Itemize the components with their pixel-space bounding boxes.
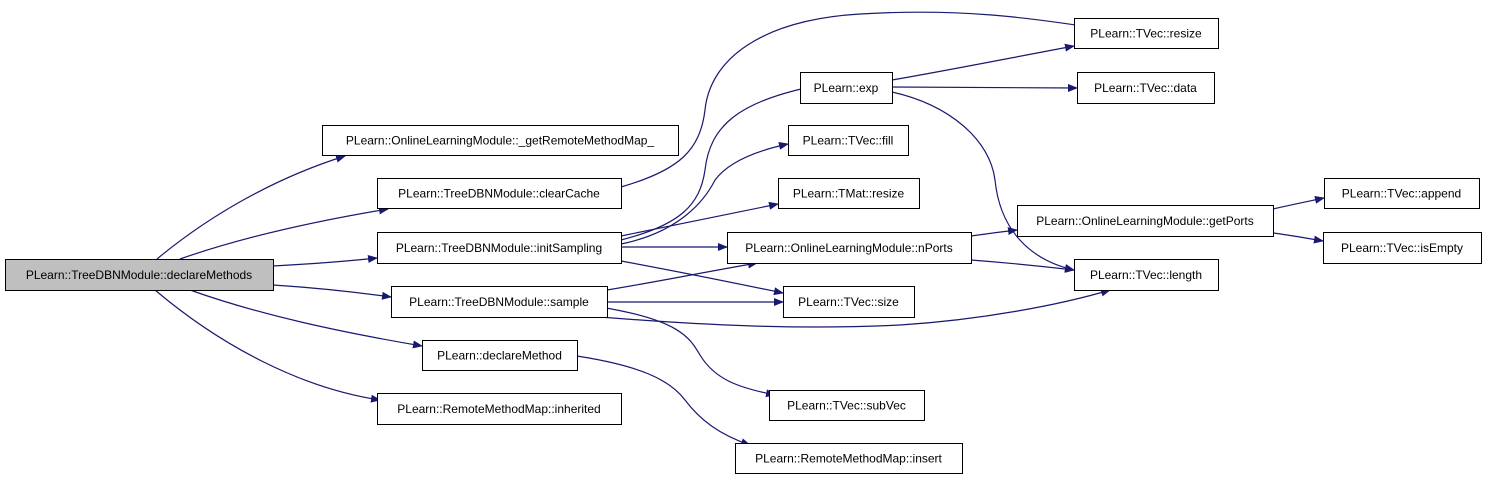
node-fill[interactable]: PLearn::TVec::fill xyxy=(788,125,909,156)
edge-initSampling-to-size xyxy=(620,260,784,296)
node-label: PLearn::TVec::resize xyxy=(1090,27,1202,41)
node-label: PLearn::TVec::append xyxy=(1342,187,1461,201)
node-tvecResize[interactable]: PLearn::TVec::resize xyxy=(1074,18,1219,49)
node-declareMethod[interactable]: PLearn::declareMethod xyxy=(422,340,578,371)
node-getRemoteMethodMap[interactable]: PLearn::OnlineLearningModule::_getRemote… xyxy=(322,125,679,156)
node-box[interactable] xyxy=(391,286,608,318)
node-append[interactable]: PLearn::TVec::append xyxy=(1324,178,1480,209)
node-data[interactable]: PLearn::TVec::data xyxy=(1077,72,1215,104)
edge-nPorts-to-getPorts xyxy=(970,227,1018,237)
node-label: PLearn::TreeDBNModule::initSampling xyxy=(396,241,602,255)
node-box[interactable] xyxy=(769,390,925,421)
node-box[interactable] xyxy=(322,125,679,156)
node-getPorts[interactable]: PLearn::OnlineLearningModule::getPorts xyxy=(1017,205,1274,237)
node-label: PLearn::TVec::data xyxy=(1094,81,1197,95)
edge-declareMethods-to-sample xyxy=(272,284,392,300)
node-label: PLearn::TVec::subVec xyxy=(787,399,906,413)
node-box[interactable] xyxy=(727,232,972,264)
edge-initSampling-to-tmatResize xyxy=(620,201,779,237)
node-box[interactable] xyxy=(377,232,622,264)
edge-declareMethods-to-clearCache xyxy=(179,206,389,260)
node-clearCache[interactable]: PLearn::TreeDBNModule::clearCache xyxy=(377,178,622,209)
edge-declareMethods-to-initSampling xyxy=(272,254,378,267)
node-box[interactable] xyxy=(1323,232,1482,264)
edge-getPorts-to-append xyxy=(1272,195,1325,210)
edge-nPorts-to-length xyxy=(970,259,1075,273)
node-box[interactable] xyxy=(783,286,915,318)
edge-declareMethods-to-inherited xyxy=(154,289,381,403)
node-label: PLearn::TreeDBNModule::declareMethods xyxy=(26,268,252,282)
node-box[interactable] xyxy=(800,72,893,104)
edge-declareMethod-to-insert xyxy=(569,354,751,446)
node-box[interactable] xyxy=(1074,259,1219,291)
node-label: PLearn::OnlineLearningModule::nPorts xyxy=(745,241,952,255)
node-box[interactable] xyxy=(377,178,622,209)
node-label: PLearn::TVec::length xyxy=(1090,268,1202,282)
node-nPorts[interactable]: PLearn::OnlineLearningModule::nPorts xyxy=(727,232,972,264)
node-label: PLearn::TreeDBNModule::sample xyxy=(409,295,589,309)
edge-sample-to-subVec xyxy=(599,306,776,398)
node-insert[interactable]: PLearn::RemoteMethodMap::insert xyxy=(735,443,963,474)
node-label: PLearn::TVec::size xyxy=(798,295,899,309)
node-box[interactable] xyxy=(5,259,274,291)
node-label: PLearn::OnlineLearningModule::_getRemote… xyxy=(346,134,655,148)
edge-sample-to-nPorts xyxy=(606,260,758,291)
node-box[interactable] xyxy=(377,393,622,425)
node-box[interactable] xyxy=(1074,18,1219,49)
node-tmatResize[interactable]: PLearn::TMat::resize xyxy=(778,178,920,209)
edge-sample-to-length xyxy=(599,288,1111,328)
node-box[interactable] xyxy=(788,125,909,156)
node-label: PLearn::TVec::fill xyxy=(803,134,894,148)
node-label: PLearn::TMat::resize xyxy=(793,187,905,201)
node-box[interactable] xyxy=(422,340,578,371)
edge-exp-to-tvecResize xyxy=(891,43,1075,81)
edge-declareMethods-to-declareMethod xyxy=(189,289,423,349)
edge-exp-to-data xyxy=(891,83,1078,92)
node-exp[interactable]: PLearn::exp xyxy=(800,72,893,104)
node-size[interactable]: PLearn::TVec::size xyxy=(783,286,915,318)
node-box[interactable] xyxy=(1017,205,1274,237)
edge-clearCache-to-tvecResize xyxy=(620,11,1090,188)
node-box[interactable] xyxy=(1324,178,1480,209)
node-label: PLearn::RemoteMethodMap::insert xyxy=(755,452,942,466)
edge-getPorts-to-isEmpty xyxy=(1272,232,1324,244)
node-box[interactable] xyxy=(1077,72,1215,104)
node-isEmpty[interactable]: PLearn::TVec::isEmpty xyxy=(1323,232,1482,264)
node-label: PLearn::TreeDBNModule::clearCache xyxy=(398,187,600,201)
edge-exp-to-length xyxy=(891,91,1075,272)
node-label: PLearn::OnlineLearningModule::getPorts xyxy=(1036,214,1253,228)
node-box[interactable] xyxy=(735,443,963,474)
node-label: PLearn::RemoteMethodMap::inherited xyxy=(397,402,600,416)
node-sample[interactable]: PLearn::TreeDBNModule::sample xyxy=(391,286,608,318)
edge-declareMethods-to-getRemoteMethodMap xyxy=(156,154,346,260)
edges-layer xyxy=(154,11,1325,446)
node-length[interactable]: PLearn::TVec::length xyxy=(1074,259,1219,291)
node-label: PLearn::TVec::isEmpty xyxy=(1341,241,1463,255)
node-subVec[interactable]: PLearn::TVec::subVec xyxy=(769,390,925,421)
node-box[interactable] xyxy=(778,178,920,209)
node-initSampling[interactable]: PLearn::TreeDBNModule::initSampling xyxy=(377,232,622,264)
node-label: PLearn::exp xyxy=(814,81,879,95)
node-inherited[interactable]: PLearn::RemoteMethodMap::inherited xyxy=(377,393,622,425)
edge-initSampling-to-exp xyxy=(620,84,811,241)
edge-initSampling-to-fill xyxy=(620,141,789,245)
nodes-layer: PLearn::TreeDBNModule::declareMethodsPLe… xyxy=(5,18,1482,474)
node-declareMethods[interactable]: PLearn::TreeDBNModule::declareMethods xyxy=(5,259,274,291)
node-label: PLearn::declareMethod xyxy=(437,349,562,363)
